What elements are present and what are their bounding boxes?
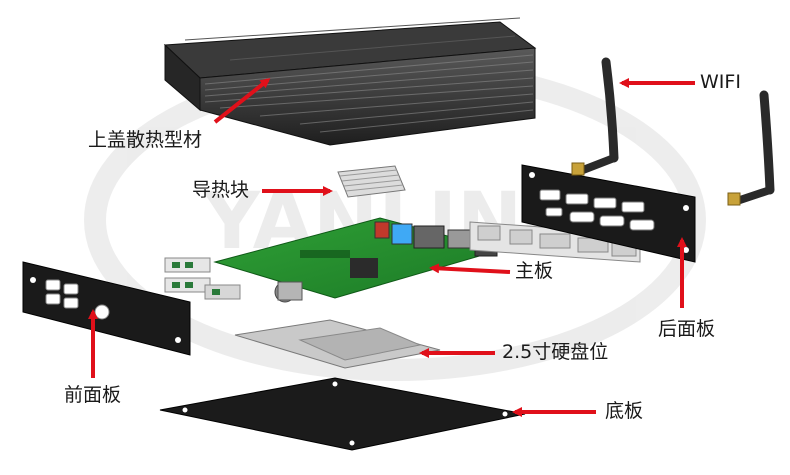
label-front-panel: 前面板 <box>64 384 122 406</box>
arrow-motherboard <box>429 263 511 274</box>
wifi-antenna-right <box>727 90 775 206</box>
top-cover-heatsink <box>163 17 537 146</box>
label-top-cover: 上盖散热型材 <box>88 129 203 151</box>
wifi-antenna-left <box>571 57 619 176</box>
label-bottom-plate: 底板 <box>605 400 644 422</box>
motherboard-board <box>213 217 502 303</box>
front-io-connectors <box>164 257 241 300</box>
label-rear-panel: 后面板 <box>658 318 716 340</box>
rear-panel <box>521 164 696 263</box>
hdd-bracket <box>234 319 441 369</box>
bottom-plate <box>159 377 526 451</box>
label-wifi: WIFI <box>700 71 741 93</box>
label-hdd-bay: 2.5寸硬盘位 <box>502 341 609 363</box>
callout-arrows <box>88 78 695 417</box>
heat-conductor-block <box>337 165 406 198</box>
label-heat-conductor: 导热块 <box>192 179 250 201</box>
front-panel <box>22 261 191 356</box>
arrow-top-cover <box>213 78 271 124</box>
label-motherboard: 主板 <box>515 260 554 282</box>
